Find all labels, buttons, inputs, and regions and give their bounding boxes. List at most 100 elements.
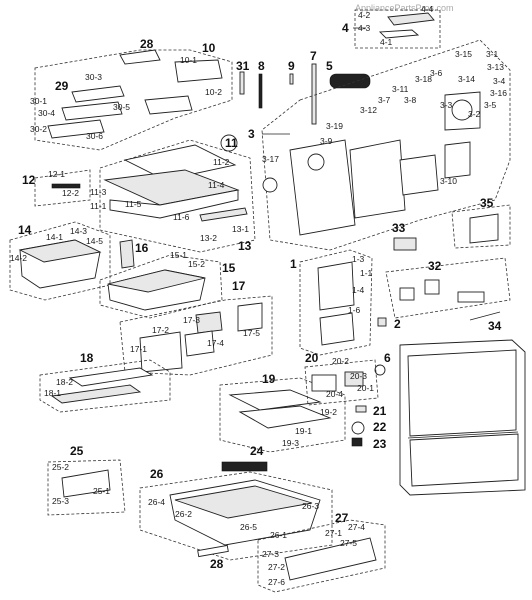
label-13-2: 13-2 bbox=[200, 233, 217, 243]
label-3-16: 3-16 bbox=[490, 88, 507, 98]
label-22: 22 bbox=[373, 420, 387, 434]
label-11: 11 bbox=[225, 136, 238, 150]
watermark: AppliancePartsPros.com bbox=[355, 3, 454, 13]
label-4-4: 4-4 bbox=[421, 4, 434, 14]
label-3-17: 3-17 bbox=[262, 154, 279, 164]
label-3-13: 3-13 bbox=[487, 62, 504, 72]
label-14-3: 14-3 bbox=[70, 226, 87, 236]
label-1-3: 1-3 bbox=[352, 254, 365, 264]
label-13-1: 13-1 bbox=[232, 224, 249, 234]
label-25-2: 25-2 bbox=[52, 462, 69, 472]
label-11-2: 11-2 bbox=[213, 157, 230, 167]
label-3-5: 3-5 bbox=[484, 100, 497, 110]
label-31: 31 bbox=[236, 59, 250, 73]
part-group-18: 18 18-2 18-1 bbox=[39, 351, 171, 413]
label-15-1: 15-1 bbox=[170, 250, 187, 260]
label-30-5: 30-5 bbox=[113, 102, 130, 112]
label-20-1: 20-1 bbox=[357, 383, 374, 393]
label-27: 27 bbox=[335, 511, 349, 525]
label-11-3: 11-3 bbox=[90, 187, 107, 197]
label-15-2: 15-2 bbox=[188, 259, 205, 269]
label-21: 21 bbox=[373, 404, 387, 418]
label-25-3: 25-3 bbox=[52, 496, 69, 506]
label-16: 16 bbox=[135, 241, 149, 255]
label-19-3: 19-3 bbox=[282, 438, 299, 448]
label-30-2: 30-2 bbox=[30, 124, 47, 134]
label-26-3: 26-3 bbox=[302, 501, 319, 511]
part-group-11-12-13: 11 11-2 11-3 11-4 11-1 11-5 11-6 12 12-1… bbox=[22, 134, 256, 253]
label-14-1: 14-1 bbox=[46, 232, 63, 242]
label-1-1: 1-1 bbox=[360, 268, 373, 278]
label-19-2: 19-2 bbox=[320, 407, 337, 417]
label-3-11: 3-11 bbox=[392, 84, 409, 94]
label-8: 8 bbox=[258, 59, 265, 73]
label-1-6: 1-6 bbox=[348, 305, 361, 315]
label-20-3: 20-3 bbox=[350, 371, 367, 381]
label-1: 1 bbox=[290, 257, 297, 271]
label-7: 7 bbox=[310, 49, 317, 63]
label-30: 29 bbox=[55, 79, 69, 93]
label-33: 33 bbox=[392, 221, 406, 235]
part-group-28: 25 28 bbox=[197, 544, 229, 571]
label-20: 20 bbox=[305, 351, 319, 365]
label-18-2: 18-2 bbox=[56, 377, 73, 387]
label-18-1: 18-1 bbox=[44, 388, 61, 398]
cabinet bbox=[399, 339, 526, 496]
label-19-1: 19-1 bbox=[295, 426, 312, 436]
label-17-2: 17-2 bbox=[152, 325, 169, 335]
label-27-3: 27-3 bbox=[262, 549, 279, 559]
label-3-10: 3-10 bbox=[440, 176, 457, 186]
label-11-5: 11-5 bbox=[125, 199, 142, 209]
label-27-4: 27-4 bbox=[348, 522, 365, 532]
label-12-2: 12-2 bbox=[62, 188, 79, 198]
label-27-1: 27-1 bbox=[325, 528, 342, 538]
part-group-27: 27 27-4 27-1 27-5 27-3 27-2 27-6 bbox=[257, 511, 386, 593]
label-11-1: 11-1 bbox=[90, 201, 107, 211]
label-30-3: 30-3 bbox=[85, 72, 102, 82]
label-10-1: 10-1 bbox=[180, 55, 197, 65]
part-group-29-10-30: 28 10 10-1 10-2 29 30-3 30-1 30-4 30-5 3… bbox=[30, 37, 233, 151]
label-14: 14 bbox=[18, 223, 32, 237]
part-group-small-top: 31 8 9 7 5 bbox=[236, 49, 371, 125]
label-3-4: 3-4 bbox=[493, 76, 506, 86]
label-14-5: 14-5 bbox=[86, 236, 103, 246]
label-27-6: 27-6 bbox=[268, 577, 285, 587]
label-35: 34 bbox=[488, 319, 502, 333]
label-27-2: 27-2 bbox=[268, 562, 285, 572]
label-3-8: 3-8 bbox=[404, 95, 417, 105]
label-3-7: 3-7 bbox=[378, 95, 391, 105]
label-28-visible: 28 bbox=[210, 557, 224, 571]
label-3-12: 3-12 bbox=[360, 105, 377, 115]
label-26-4: 26-4 bbox=[148, 497, 165, 507]
label-24: 24 bbox=[250, 444, 264, 458]
label-23: 23 bbox=[373, 437, 387, 451]
label-19: 19 bbox=[262, 372, 276, 386]
part-group-24: 24 bbox=[221, 444, 268, 472]
part-group-4: 4 4-2 4-4 4-3 4-1 bbox=[342, 4, 441, 49]
label-5: 5 bbox=[326, 59, 333, 73]
part-group-19: 19 19-2 19-1 19-3 bbox=[219, 372, 346, 453]
part-group-25: 25 25-2 25-3 25-1 bbox=[47, 444, 126, 516]
label-3-3: 3-3 bbox=[440, 100, 453, 110]
label-3-1: 3-1 bbox=[486, 49, 499, 59]
label-2: 2 bbox=[394, 317, 401, 331]
label-20-4: 20-4 bbox=[326, 389, 343, 399]
label-30-6: 30-6 bbox=[86, 131, 103, 141]
part-group-14: 14 14-3 14-1 14-5 14-2 bbox=[9, 221, 111, 301]
label-11-4: 11-4 bbox=[208, 180, 225, 190]
label-4-2: 4-2 bbox=[358, 10, 371, 20]
part-group-17: 17 17-3 17-2 17-4 17-5 17-1 bbox=[119, 279, 273, 376]
label-6: 6 bbox=[384, 351, 391, 365]
label-4-3: 4-3 bbox=[358, 23, 371, 33]
label-3-19: 3-19 bbox=[326, 121, 343, 131]
label-10: 10 bbox=[202, 41, 216, 55]
label-14-2: 14-2 bbox=[10, 253, 27, 263]
label-32: 32 bbox=[428, 259, 442, 273]
label-11-6: 11-6 bbox=[173, 212, 190, 222]
label-18: 18 bbox=[80, 351, 94, 365]
label-12: 12 bbox=[22, 173, 36, 187]
label-30-4: 30-4 bbox=[38, 108, 55, 118]
part-group-3: 3 3-15 3-1 3-13 3-18 3-6 3-4 3-14 3-16 3… bbox=[248, 39, 511, 251]
label-26: 26 bbox=[150, 467, 164, 481]
